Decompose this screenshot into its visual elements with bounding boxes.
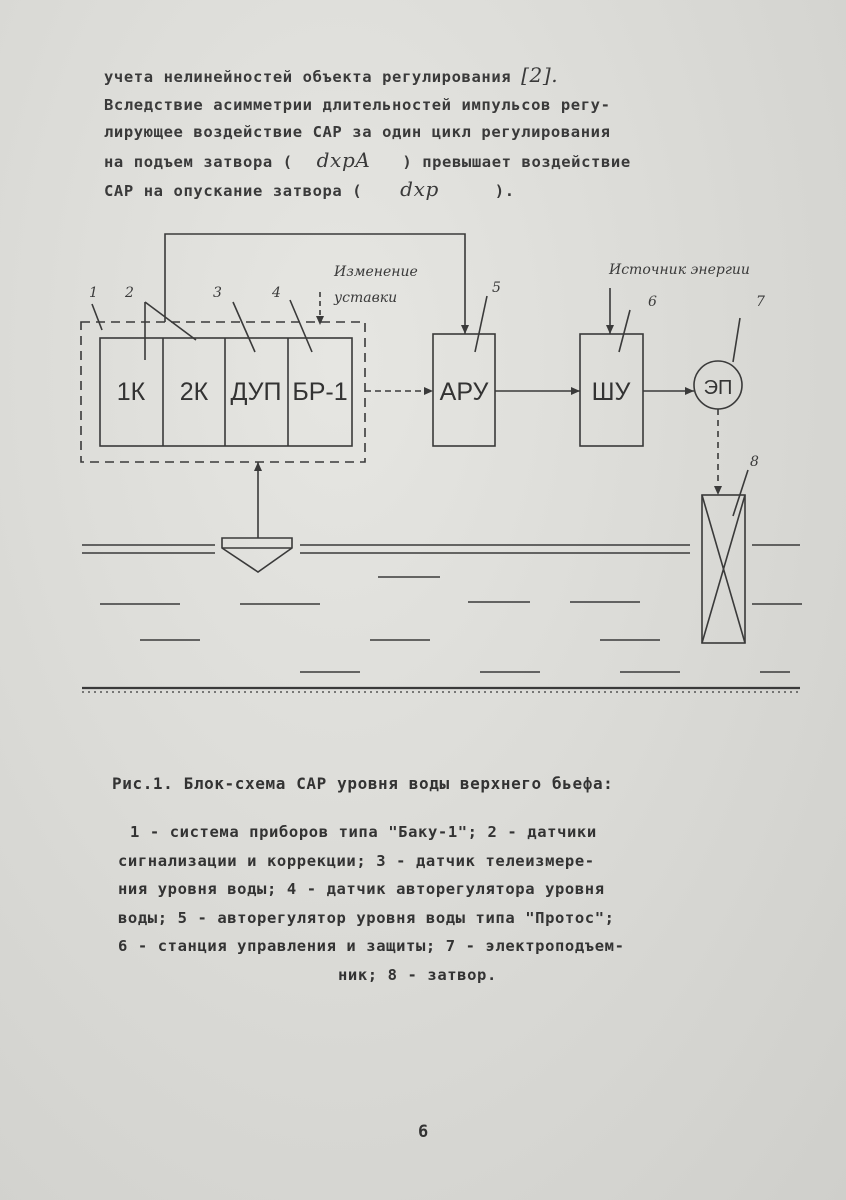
- number-8: 8: [750, 454, 759, 470]
- number-3: 3: [213, 285, 222, 301]
- number-2: 2: [124, 285, 134, 301]
- number-6: 6: [648, 294, 657, 310]
- shu-block: [579, 333, 644, 447]
- block-1k: 1К: [117, 378, 146, 406]
- arrow-feedback: [461, 325, 469, 334]
- legend-line-5: 6 - станция управления и защиты; 7 - эле…: [118, 937, 625, 955]
- block-diagram: 1К 2К ДУП БР-1 АРУ ШУ ЭП Изменение устав…: [80, 233, 802, 693]
- energy-source-label: Источник энергии: [608, 262, 750, 278]
- text-line-5: САР на опускание затвора ( dxp ).: [104, 177, 515, 201]
- block-2k: 2К: [180, 378, 209, 406]
- number-5: 5: [492, 280, 501, 296]
- number-1: 1: [89, 285, 98, 301]
- number-7: 7: [756, 294, 765, 310]
- block-dup: ДУП: [230, 378, 281, 406]
- system-1-enclosure: [80, 321, 366, 463]
- block-br1: БР-1: [292, 378, 347, 406]
- arrow-to-aru: [424, 387, 433, 395]
- block-ep: ЭП: [704, 377, 733, 399]
- level-float: [221, 537, 293, 573]
- legend-line-6: ник; 8 - затвор.: [338, 965, 497, 984]
- text-line-1: учета нелинейностей объекта регулировани…: [104, 63, 559, 87]
- reference: [2].: [521, 63, 559, 87]
- figure-caption: Рис.1. Блок-схема САР уровня воды верхне…: [112, 774, 614, 793]
- arrow-float: [254, 462, 262, 471]
- dxp-symbol: dxp: [400, 177, 439, 201]
- block-aru: АРУ: [440, 378, 489, 406]
- sensor-block: [99, 337, 353, 447]
- dxpa-symbol: dxpA: [316, 147, 371, 172]
- legend-line-4: воды; 5 - авторегулятор уровня воды типа…: [118, 908, 615, 927]
- arrow-to-ep: [685, 387, 694, 395]
- arrow-setpoint: [316, 316, 324, 325]
- text-line-4: на подъем затвора ( dxpA ) превышает воз…: [104, 147, 631, 172]
- legend-line-2: сигнализации и коррекции; 3 - датчик тел…: [118, 851, 595, 870]
- arrow-to-shu: [571, 387, 580, 395]
- text-line-3: лирующее воздействие САР за один цикл ре…: [104, 123, 611, 141]
- body-text: учета нелинейностей объекта регулировани…: [104, 62, 804, 206]
- arrow-to-gate: [714, 486, 722, 495]
- arrow-energy: [606, 325, 614, 334]
- feedback-line: [164, 233, 466, 334]
- gate-block: [701, 494, 746, 644]
- page-number: 6: [418, 1122, 429, 1142]
- setpoint-change-label-2: уставки: [333, 290, 397, 306]
- figure-legend: 1 - система приборов типа "Баку-1"; 2 - …: [118, 818, 818, 989]
- legend-line-1: 1 - система приборов типа "Баку-1"; 2 - …: [130, 823, 597, 841]
- aru-block: [432, 333, 496, 447]
- legend-line-3: ния уровня воды; 4 - датчик авторегулято…: [118, 880, 605, 898]
- text-line-2: Вследствие асимметрии длительностей импу…: [104, 95, 611, 114]
- number-4: 4: [271, 285, 281, 301]
- setpoint-change-label-1: Изменение: [333, 264, 418, 280]
- block-shu: ШУ: [592, 378, 631, 406]
